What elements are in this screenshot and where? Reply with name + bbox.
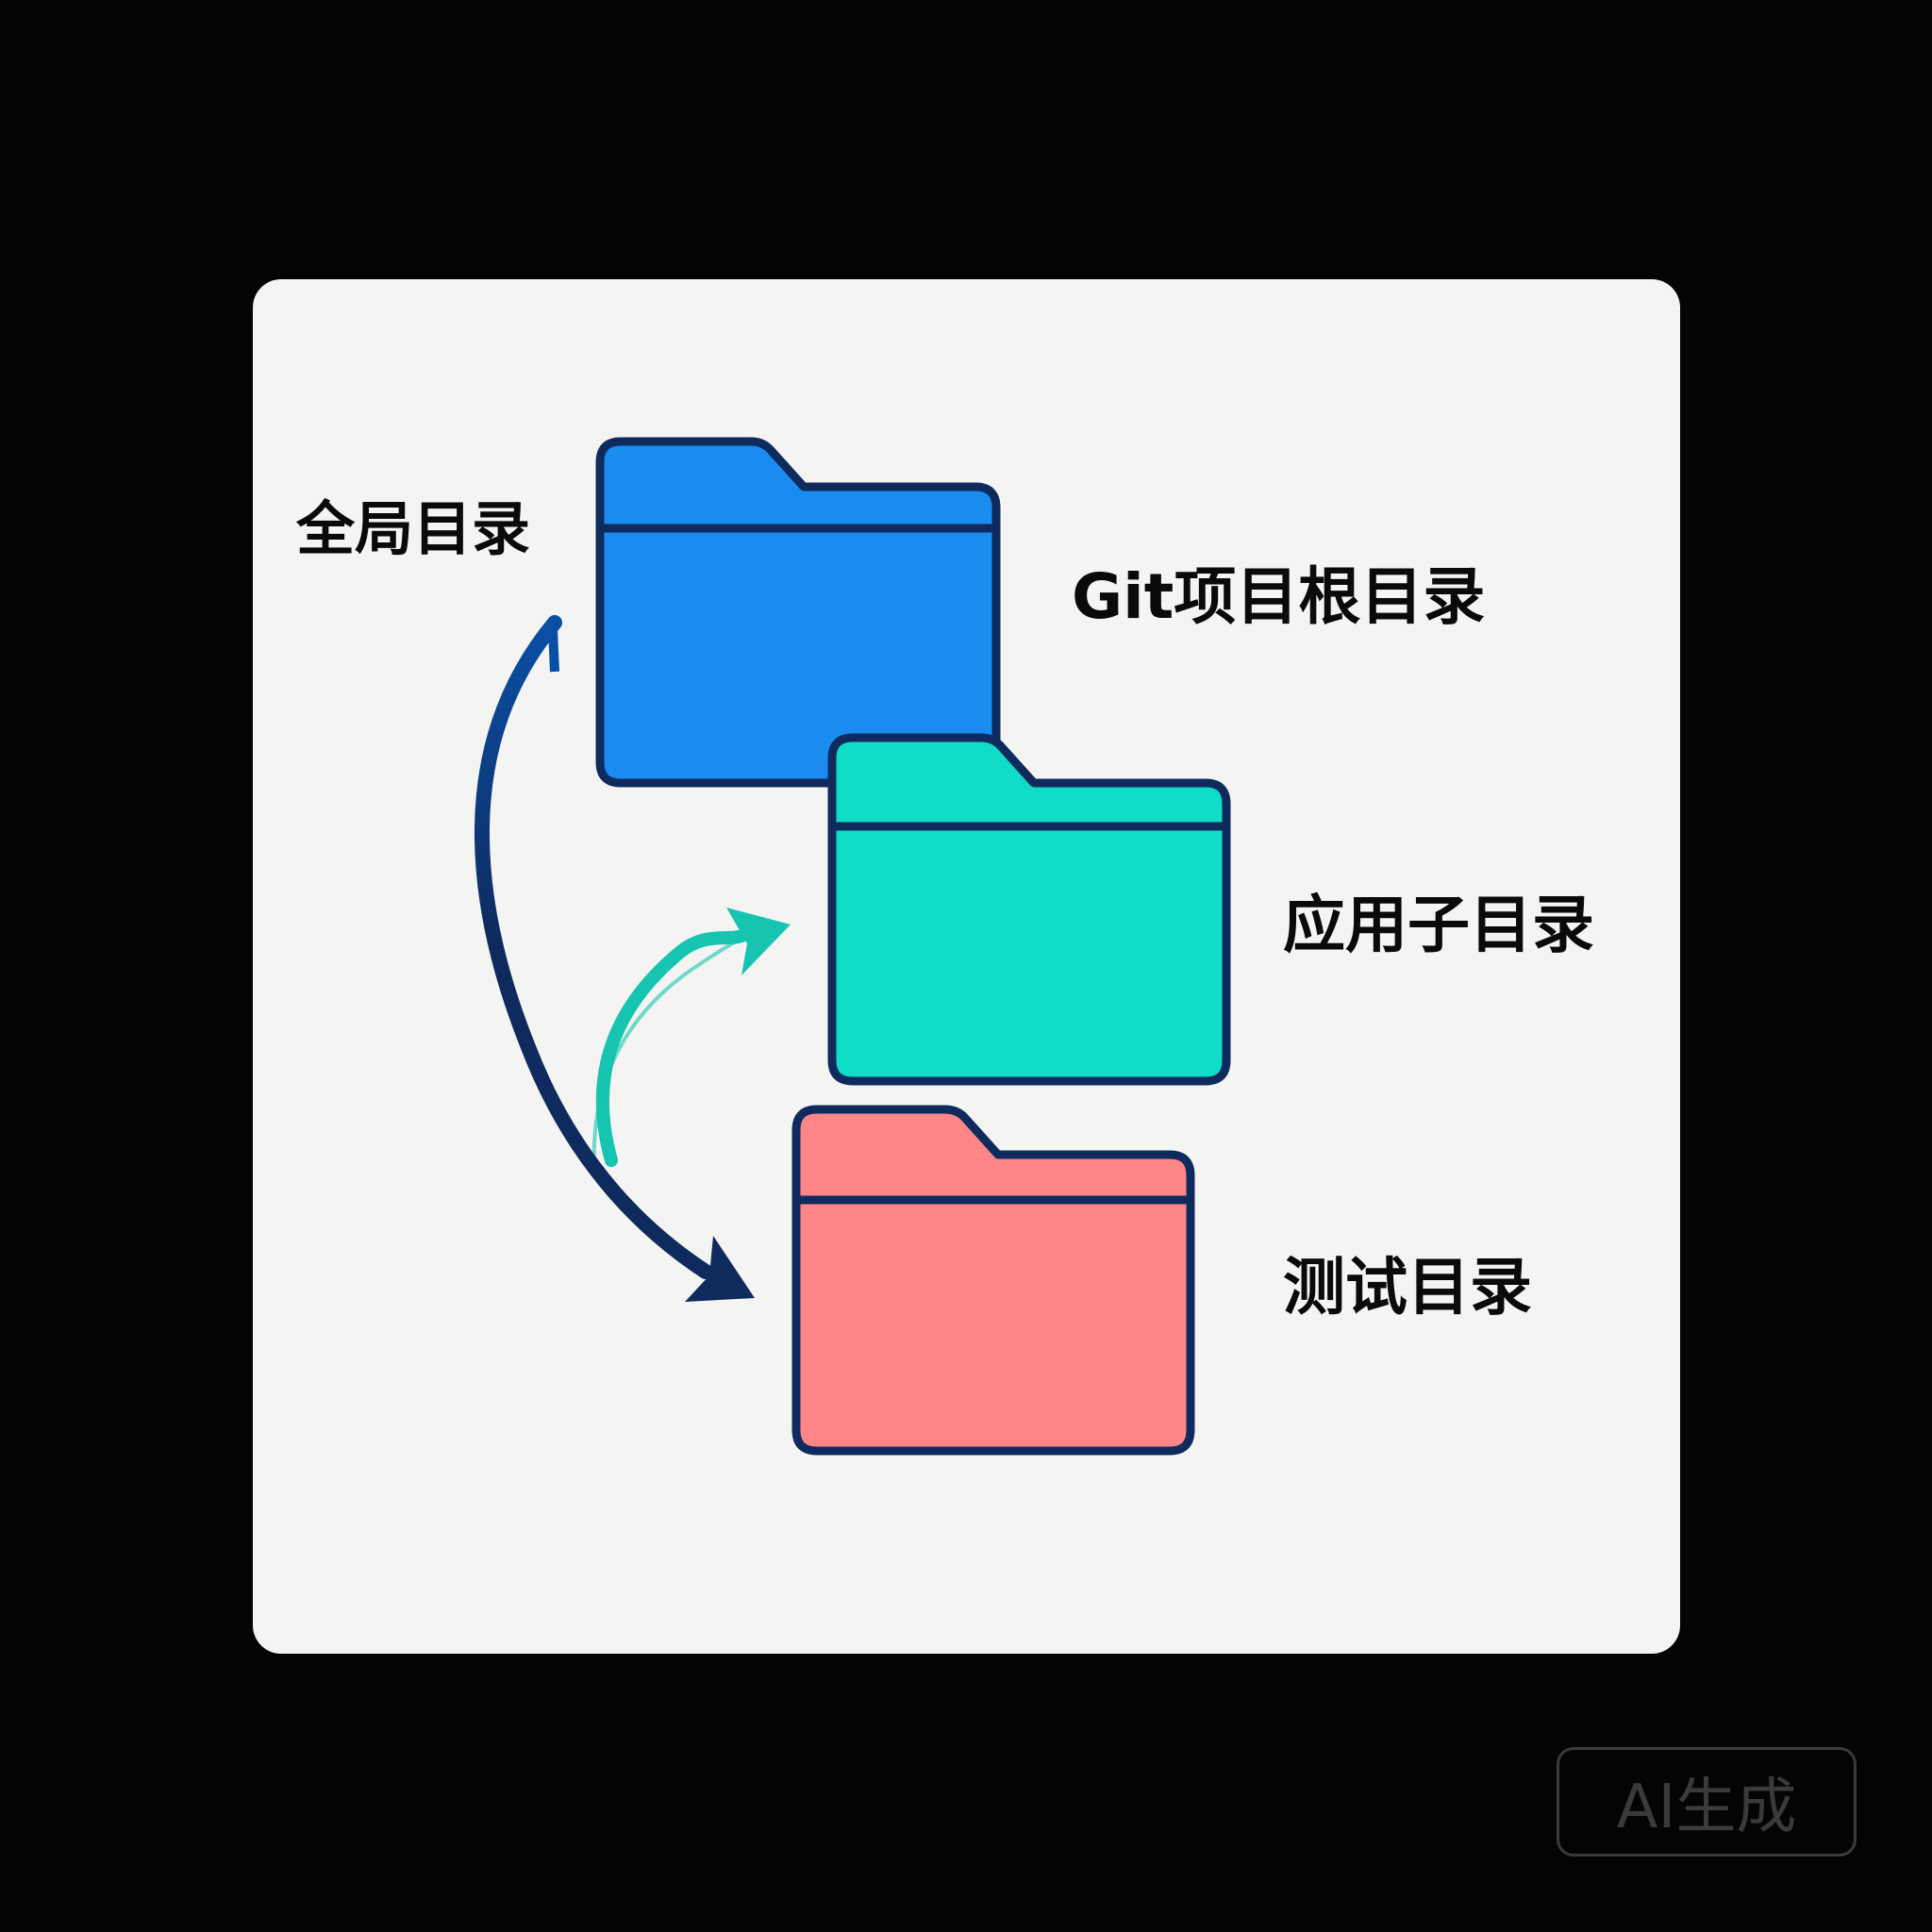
folder-test-icon: [791, 1105, 1195, 1456]
label-app-sub-directory: 应用子目录: [1283, 889, 1594, 961]
arrow-to-app-sub-icon: [591, 908, 791, 1171]
folder-git-root-icon: [595, 437, 1001, 788]
folder-app-sub-icon: [827, 733, 1231, 1086]
arrow-global-to-test-icon: [474, 615, 755, 1302]
label-test-directory: 测试目录: [1283, 1251, 1532, 1324]
label-git-root-directory: Git项目根目录: [1072, 560, 1486, 633]
label-global-directory: 全局目录: [296, 494, 531, 563]
ai-generated-watermark: AI生成: [1557, 1747, 1857, 1857]
